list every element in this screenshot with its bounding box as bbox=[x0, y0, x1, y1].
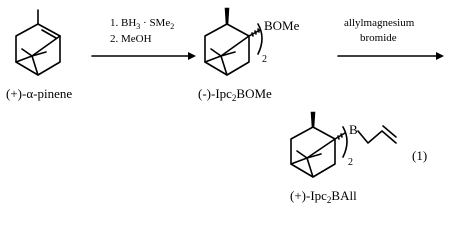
step2-reagent-line2: bromide bbox=[360, 32, 397, 44]
step2-reagent-line1: allylmagnesium bbox=[344, 17, 415, 29]
scheme-drawing: (+)-α-pinene 1. BH3 · SMe2 2. MeOH 2 BOM… bbox=[6, 7, 444, 205]
ipc2bome-structure bbox=[204, 7, 263, 76]
ipc2ball-multiplier: 2 bbox=[348, 157, 353, 168]
reaction-scheme: (+)-α-pinene 1. BH3 · SMe2 2. MeOH 2 BOM… bbox=[6, 7, 444, 205]
reaction-arrow-2 bbox=[337, 52, 444, 60]
alpha-pinene-label: (+)-α-pinene bbox=[6, 86, 72, 101]
ipc2bome-label: (-)-Ipc2BOMe bbox=[198, 86, 272, 103]
ipc2bome-multiplier: 2 bbox=[262, 54, 267, 65]
step1-reagent-line1: 1. BH3 · SMe2 bbox=[110, 17, 174, 31]
ipc2bome-substituent: BOMe bbox=[264, 18, 300, 33]
equation-number: (1) bbox=[412, 148, 427, 163]
ipc2ball-boron: B bbox=[349, 122, 358, 137]
step1-reagent-line2: 2. MeOH bbox=[110, 33, 152, 45]
reaction-arrow-1 bbox=[91, 52, 196, 60]
alpha-pinene-structure bbox=[15, 9, 61, 76]
ipc2ball-structure bbox=[290, 111, 397, 178]
ipc2ball-label: (+)-Ipc2BAll bbox=[290, 188, 357, 205]
